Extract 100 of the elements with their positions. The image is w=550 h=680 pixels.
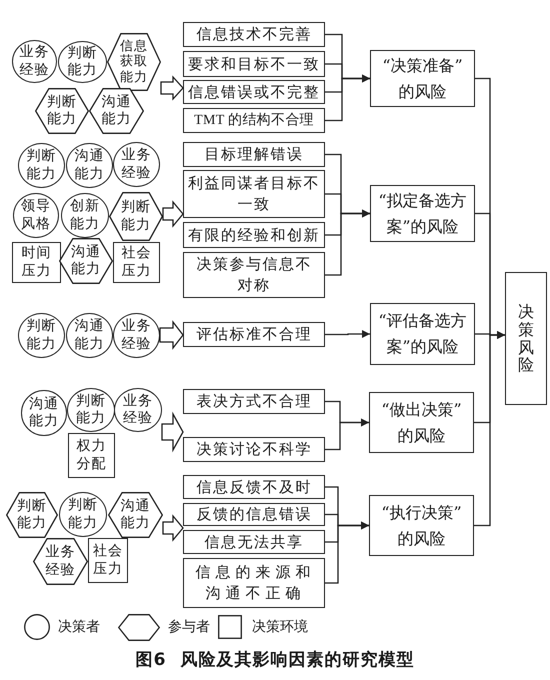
factor-label: 业务经验 — [45, 544, 76, 579]
stage-risk-box — [369, 495, 474, 556]
risk-factor-label: 有限的经验和创新 — [187, 224, 321, 246]
factor-label: 判断能力 — [26, 318, 57, 353]
legend-label: 决策环境 — [252, 620, 308, 634]
decision-maker-circle — [113, 313, 160, 358]
decision-maker-circle — [66, 313, 113, 358]
decision-maker-circle — [18, 313, 65, 358]
risk-factor-box — [183, 222, 325, 248]
risk-factor-label: 信息反馈不及时 — [195, 476, 313, 498]
connector-arrow — [325, 210, 370, 276]
legend-label: 决策者 — [58, 620, 100, 634]
connector-arrow — [325, 330, 370, 338]
risk-factor-label: 信息错误或不完整 — [187, 82, 321, 102]
factor-label: 业务经验 — [121, 318, 152, 353]
risk-factor-box — [183, 22, 325, 47]
decision-maker-circle — [113, 142, 160, 187]
stage-risk-box — [369, 392, 474, 453]
risk-factor-label: 决策讨论不科学 — [195, 439, 313, 460]
environment-box — [113, 242, 160, 283]
stage-risk-label: “执行决策”的风险 — [380, 502, 463, 550]
stage-risk-box — [370, 303, 475, 365]
factor-label: 权力分配 — [76, 438, 107, 473]
factor-label: 判断能力 — [26, 148, 57, 183]
decision-maker-circle — [21, 390, 67, 436]
risk-factor-box — [183, 108, 325, 133]
connector-arrow — [325, 522, 369, 584]
factor-label: 业务经验 — [19, 44, 50, 79]
risk-factor-label: 目标理解错误 — [204, 144, 304, 165]
participant-hexagon — [6, 492, 58, 538]
risk-factor-label: 信息的来源和沟通不正确 — [194, 562, 316, 604]
stage-risk-box — [370, 50, 475, 107]
block-arrow — [161, 412, 184, 452]
factor-label: 沟通能力 — [70, 244, 102, 278]
decision-maker-circle — [13, 193, 59, 238]
risk-factor-box — [183, 503, 325, 526]
participant-hexagon — [35, 88, 89, 134]
risk-factor-label: 表决方式不合理 — [195, 391, 313, 412]
risk-factor-box — [183, 530, 325, 554]
risk-factor-label: 利益同谋者目标不一致 — [187, 173, 321, 215]
risk-factor-box — [183, 80, 325, 104]
decision-maker-circle — [18, 143, 65, 188]
risk-factor-label: 信息无法共享 — [204, 532, 304, 552]
risk-factor-box — [183, 437, 325, 462]
block-arrow — [159, 320, 184, 350]
decision-maker-circle — [59, 492, 107, 537]
factor-label: 领导风格 — [20, 198, 52, 233]
stage-risk-label: “做出决策”的风险 — [380, 398, 463, 446]
risk-factor-label: 决策参与信息不对称 — [195, 254, 313, 296]
factor-label: 判断能力 — [68, 497, 98, 532]
factor-label: 社会压力 — [121, 245, 152, 280]
factor-label: 判断能力 — [16, 498, 48, 532]
stage-risk-box — [370, 185, 475, 242]
risk-factor-box — [183, 389, 325, 414]
block-arrow — [160, 75, 184, 101]
factor-label: 社会压力 — [92, 543, 124, 578]
block-arrow — [162, 514, 184, 542]
factor-label: 判断能力 — [46, 94, 78, 128]
participant-hexagon — [33, 538, 88, 585]
risk-factor-label: 信息技术不完善 — [195, 24, 313, 45]
connector-arrow — [474, 331, 505, 526]
participant-hexagon — [109, 192, 163, 241]
decision-risk-label: 决策风险 — [518, 303, 534, 374]
factor-label: 业务经验 — [122, 392, 154, 428]
participant-hexagon — [107, 33, 161, 91]
risk-factor-box — [183, 558, 325, 608]
risk-factor-label: 评估标准不合理 — [195, 324, 313, 345]
factor-label: 信息获取能力 — [119, 38, 149, 86]
decision-maker-circle — [12, 40, 57, 83]
decision-maker-circle — [67, 388, 115, 432]
risk-factor-label: 要求和目标不一致 — [187, 54, 321, 74]
factor-label: 沟通能力 — [28, 396, 60, 430]
factor-label: 判断能力 — [67, 44, 98, 80]
participant-hexagon — [59, 238, 113, 284]
legend-label: 参与者 — [168, 620, 210, 634]
stage-risk-label: “评估备选方案”的风险 — [377, 310, 468, 358]
participant-hexagon — [108, 492, 163, 538]
risk-factor-box — [183, 51, 325, 77]
factor-label: 判断能力 — [120, 199, 152, 234]
decision-risk-box — [505, 272, 547, 405]
factor-label: 沟通能力 — [120, 498, 151, 532]
figure-caption: 图6 风险及其影响因素的研究模型 — [136, 650, 414, 670]
risk-factor-box — [183, 252, 325, 298]
factor-label: 沟通能力 — [74, 318, 105, 353]
environment-box — [68, 433, 115, 478]
risk-factor-box — [183, 142, 325, 167]
decision-maker-circle — [58, 41, 107, 83]
participant-hexagon — [89, 88, 144, 134]
factor-label: 沟通能力 — [101, 94, 132, 128]
factor-label: 时间压力 — [21, 245, 52, 280]
risk-factor-box — [183, 322, 325, 347]
risk-factor-box — [183, 475, 325, 499]
factor-label: 创新能力 — [70, 198, 100, 233]
stage-risk-label: “决策准备”的风险 — [381, 54, 464, 102]
factor-label: 沟通能力 — [74, 148, 105, 183]
connector-arrow — [325, 418, 369, 450]
decision-maker-circle — [114, 388, 162, 432]
block-arrow — [162, 200, 184, 228]
factor-label: 业务经验 — [121, 147, 152, 182]
decision-maker-circle — [66, 143, 113, 188]
